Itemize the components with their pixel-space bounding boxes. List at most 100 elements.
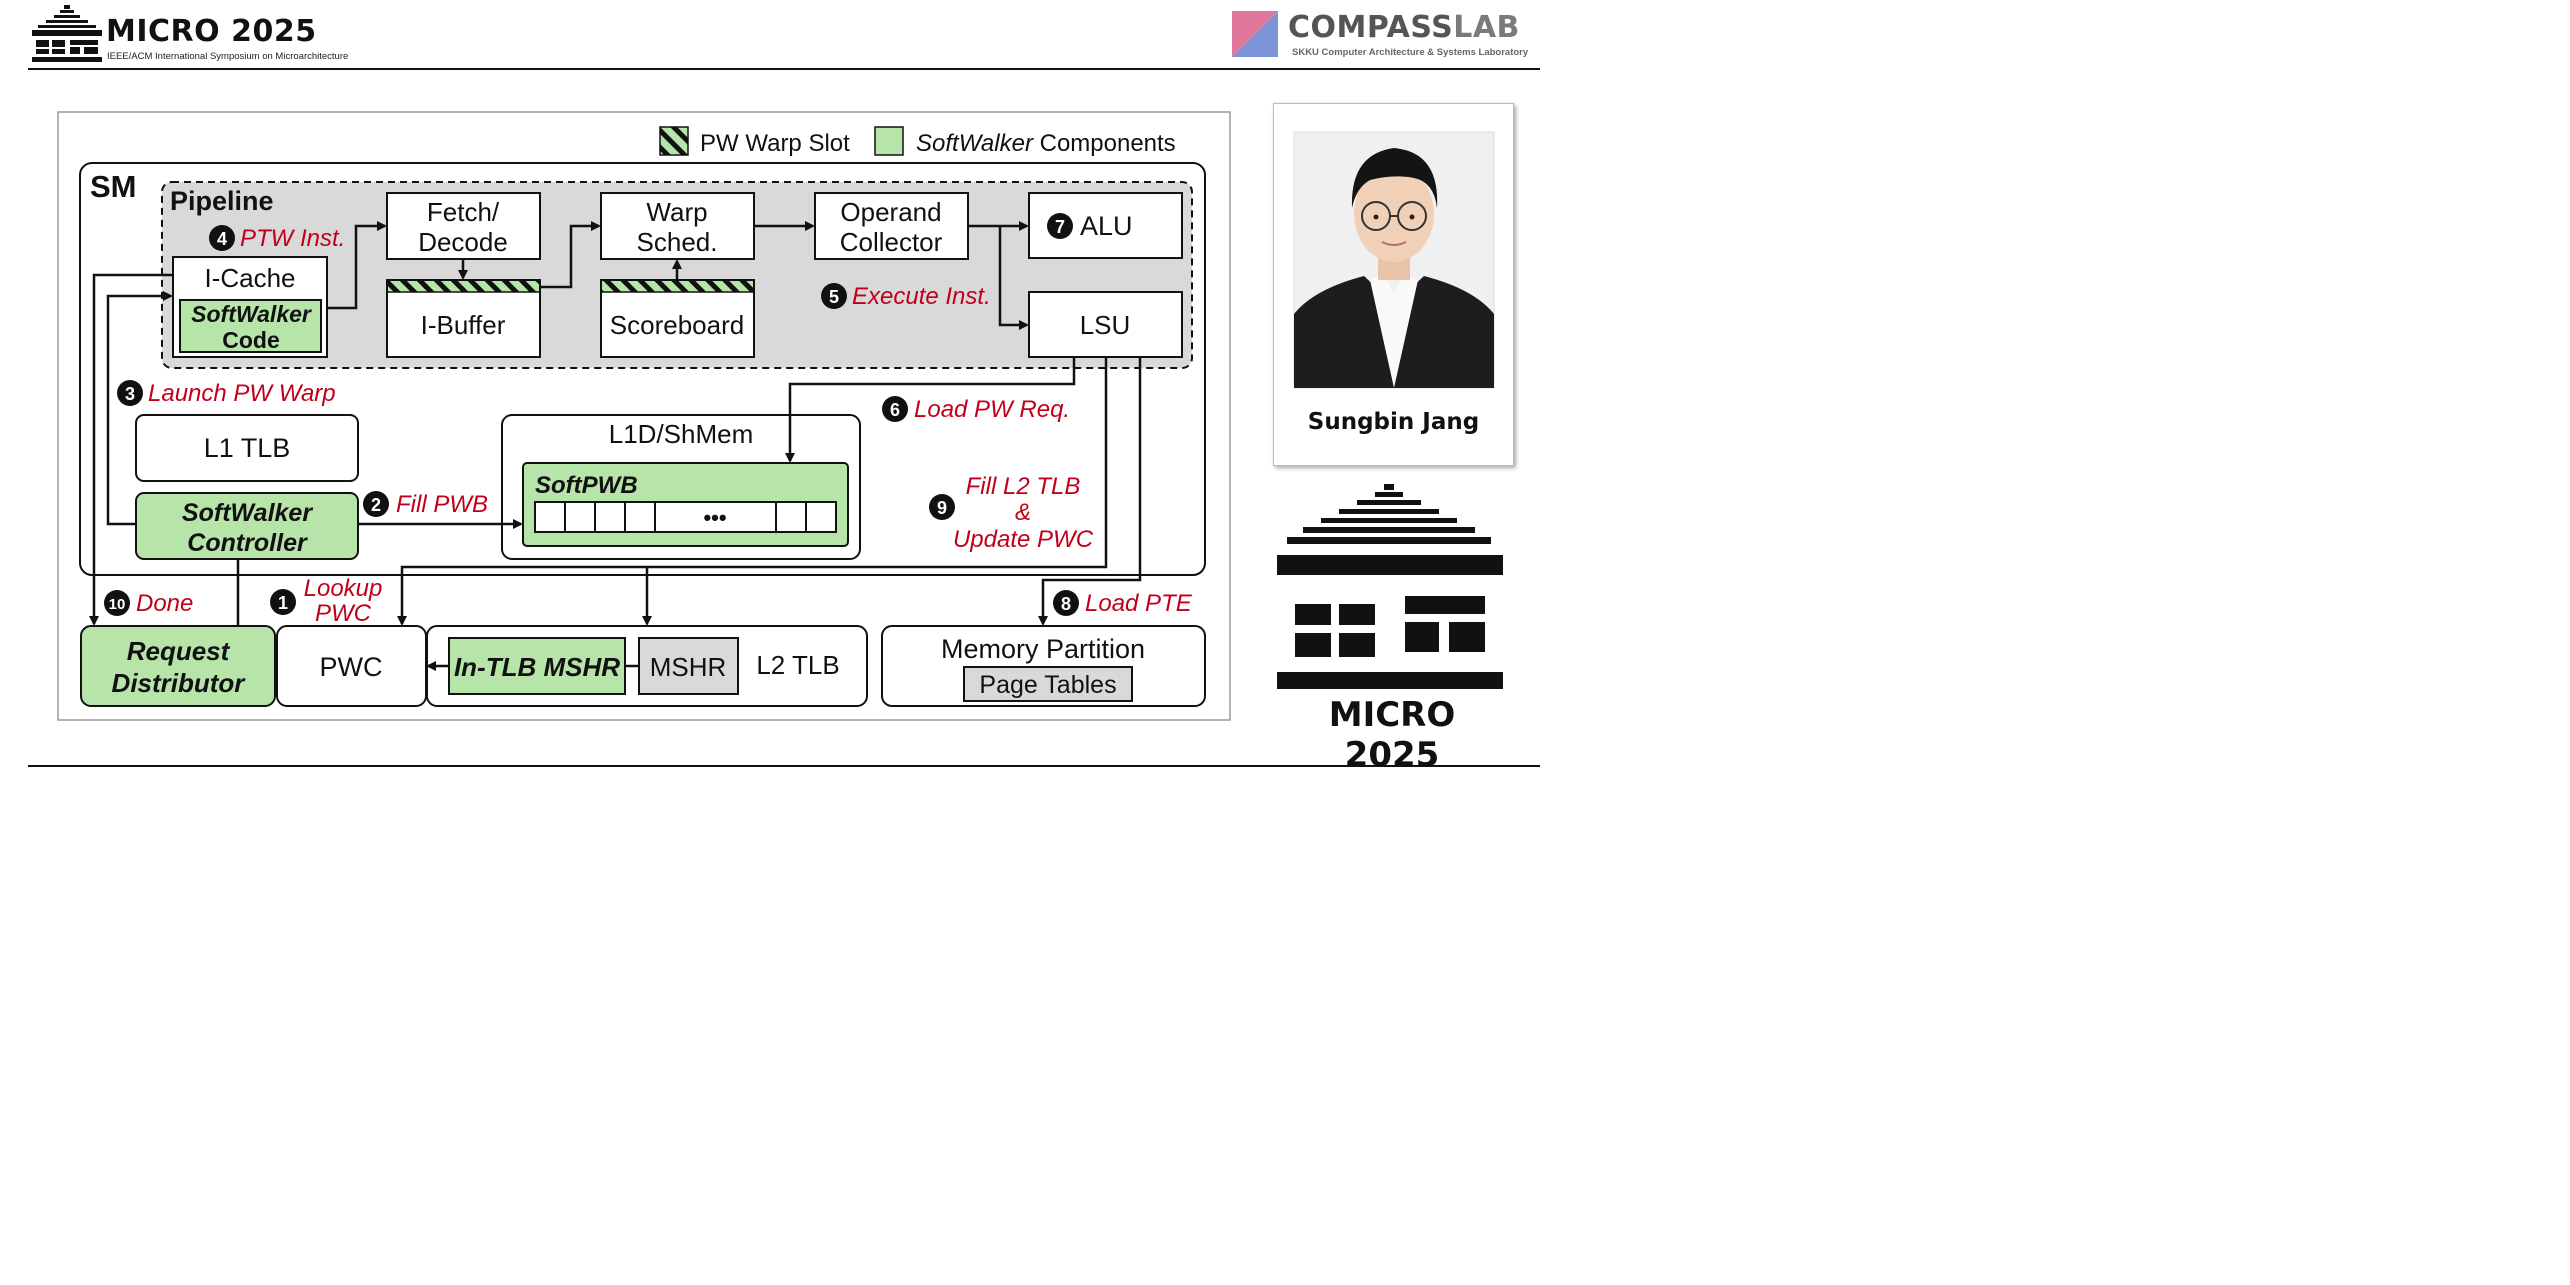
softwalker-code-label-2: Code: [222, 327, 280, 353]
step-6-label: Load PW Req.: [914, 396, 1070, 423]
presenter-card: Sungbin Jang: [1273, 103, 1514, 466]
mshr-box: [638, 637, 739, 695]
softpwb-label: SoftPWB: [535, 472, 638, 499]
step-5-marker: [821, 283, 847, 309]
step-10-label: Done: [136, 590, 193, 617]
softwalker-diagram: PW Warp Slot SoftWalker Components SM Pi…: [57, 111, 1231, 721]
step-2-label: Fill PWB: [396, 491, 488, 518]
step-3-number: 3: [125, 384, 135, 404]
step-8-label: Load PTE: [1085, 590, 1193, 617]
lab-subtitle: SKKU Computer Architecture & Systems Lab…: [1292, 47, 1529, 58]
scoreboard-label: Scoreboard: [610, 310, 744, 340]
step-4-marker: [209, 225, 235, 251]
step-9-marker: [929, 494, 955, 520]
ibuffer-label: I-Buffer: [421, 310, 506, 340]
step-9-number: 9: [937, 498, 947, 518]
request-distributor-label-1: Request: [127, 636, 231, 666]
mshr-label: MSHR: [650, 652, 727, 682]
warp-label-1: Warp: [646, 197, 707, 227]
alu-label: ALU: [1080, 211, 1133, 241]
micro-logo-icon: [32, 5, 102, 62]
request-distributor-box: [80, 625, 276, 707]
softwalker-controller-box: [135, 492, 359, 560]
step-9-label-3: Update PWC: [953, 526, 1094, 553]
step-4-label: PTW Inst.: [240, 225, 345, 252]
ibuffer-pw-slot: [388, 281, 539, 292]
micro-large-logo-icon: [1277, 484, 1503, 689]
presenter-photo: [1293, 131, 1495, 389]
step-2-number: 2: [371, 495, 381, 515]
icache-label: I-Cache: [204, 263, 295, 293]
presenter-name: Sungbin Jang: [1307, 409, 1480, 435]
softpwb-entries: [534, 501, 837, 533]
step-6-marker: [882, 396, 908, 422]
arrow-lsu-to-softpwb: [785, 357, 1076, 463]
step-1-marker: [270, 589, 296, 615]
step-9-label-2: &: [1015, 499, 1031, 526]
pwc-label: PWC: [320, 652, 383, 682]
conference-subtitle: IEEE/ACM International Symposium on Micr…: [107, 51, 349, 62]
step-1-number: 1: [278, 593, 288, 613]
request-distributor-label-2: Distributor: [112, 668, 247, 698]
step-7-marker: [1047, 213, 1073, 239]
l2-tlb-label: L2 TLB: [756, 650, 839, 680]
micro-large-title: MICRO 2025: [1328, 695, 1456, 775]
softwalker-legend-swatch: [874, 126, 904, 156]
operand-label-1: Operand: [840, 197, 941, 227]
ibuffer-box: [386, 279, 541, 358]
arrow-lsu-to-pwc: [397, 357, 1108, 626]
step-5-number: 5: [829, 287, 839, 307]
step-6-number: 6: [890, 400, 900, 420]
softwalker-controller-label-1: SoftWalker: [182, 499, 313, 527]
l1-tlb-box: [135, 414, 359, 482]
step-1-label-2: PWC: [315, 600, 372, 627]
arrow-icache-to-distributor: [89, 273, 173, 626]
memory-partition-label: Memory Partition: [941, 634, 1145, 664]
softwalker-code-box: [179, 299, 322, 353]
step-2-marker: [363, 491, 389, 517]
pw-warp-slot-legend-swatch: [659, 126, 689, 156]
page-tables-label: Page Tables: [979, 671, 1116, 699]
step-3-label: Launch PW Warp: [148, 380, 336, 407]
scoreboard-box: [600, 279, 755, 358]
softwalker-controller-label-2: Controller: [187, 529, 308, 557]
l1d-shmem-label: L1D/ShMem: [609, 419, 754, 449]
page-rules: [28, 68, 1540, 767]
step-5-label: Execute Inst.: [852, 283, 991, 310]
slide: MICRO 2025 IEEE/ACM International Sympos…: [0, 0, 1540, 775]
step-8-number: 8: [1061, 594, 1071, 614]
step-9-label-1: Fill L2 TLB: [966, 473, 1081, 500]
fetch-label-2: Decode: [418, 227, 508, 257]
warp-label-2: Sched.: [637, 227, 718, 257]
arrow-ibuffer-to-warp: [540, 221, 601, 289]
fetch-decode-box: [386, 192, 541, 260]
legend-softwalker-components: SoftWalker Components: [916, 130, 1176, 157]
warp-scheduler-box: [600, 192, 755, 260]
step-1-label-1: Lookup: [304, 575, 383, 602]
step-4-number: 4: [217, 229, 227, 249]
pipeline-label: Pipeline: [170, 186, 274, 216]
compass-lab-logo-icon: [1232, 11, 1278, 57]
step-8-marker: [1053, 590, 1079, 616]
arrow-code-to-fetch: [327, 221, 387, 310]
arrow-lsu-to-memory: [1038, 357, 1142, 626]
conference-title: MICRO 2025: [106, 14, 317, 49]
softwalker-code-label-1: SoftWalker: [191, 301, 312, 327]
legend-pw-warp-slot: PW Warp Slot: [700, 130, 850, 157]
softpwb-ellipsis: •••: [703, 505, 726, 530]
arrow-operand-to-lsu: [998, 226, 1029, 330]
lab-name: COMPASSLAB: [1288, 10, 1520, 45]
operand-collector-box: [814, 192, 969, 260]
scoreboard-pw-slot: [602, 281, 753, 292]
lsu-box: [1028, 291, 1183, 358]
page-tables-box: [963, 666, 1133, 702]
operand-label-2: Collector: [840, 227, 943, 257]
in-tlb-mshr-label: In-TLB MSHR: [454, 652, 620, 682]
l1-tlb-label: L1 TLB: [204, 433, 291, 463]
step-3-marker: [117, 380, 143, 406]
lsu-label: LSU: [1080, 310, 1131, 340]
step-10-number: 10: [109, 596, 126, 613]
fetch-label-1: Fetch/: [427, 197, 500, 227]
step-7-number: 7: [1055, 217, 1065, 237]
arrow-controller-to-icache: [106, 291, 173, 526]
